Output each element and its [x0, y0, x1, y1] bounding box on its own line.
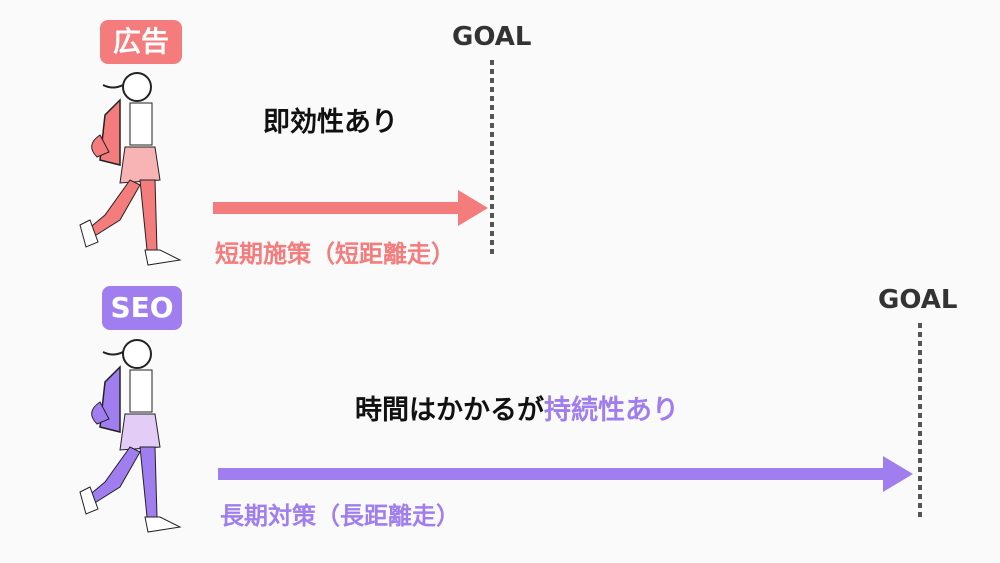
seo-goal-line [918, 323, 922, 518]
seo-badge: SEO [102, 286, 182, 330]
seo-caption: 長期対策（長距離走） [220, 502, 460, 530]
ad-headline: 即効性あり [263, 107, 398, 138]
ad-caption: 短期施策（短距離走） [215, 240, 455, 268]
seo-goal-label: GOAL [878, 285, 958, 315]
ad-arrow [213, 190, 488, 226]
seo-arrow [218, 456, 913, 492]
ad-badge: 広告 [100, 20, 182, 64]
seo-headline-accent: 持続性あり [544, 395, 679, 426]
runner-ad-illustration [79, 72, 182, 266]
ad-goal-label: GOAL [452, 22, 532, 52]
runner-seo-illustration [79, 339, 182, 533]
seo-headline: 時間はかかるが持続性あり [355, 388, 679, 427]
ad-goal-line [490, 60, 494, 255]
seo-headline-plain: 時間はかかるが [355, 395, 544, 426]
